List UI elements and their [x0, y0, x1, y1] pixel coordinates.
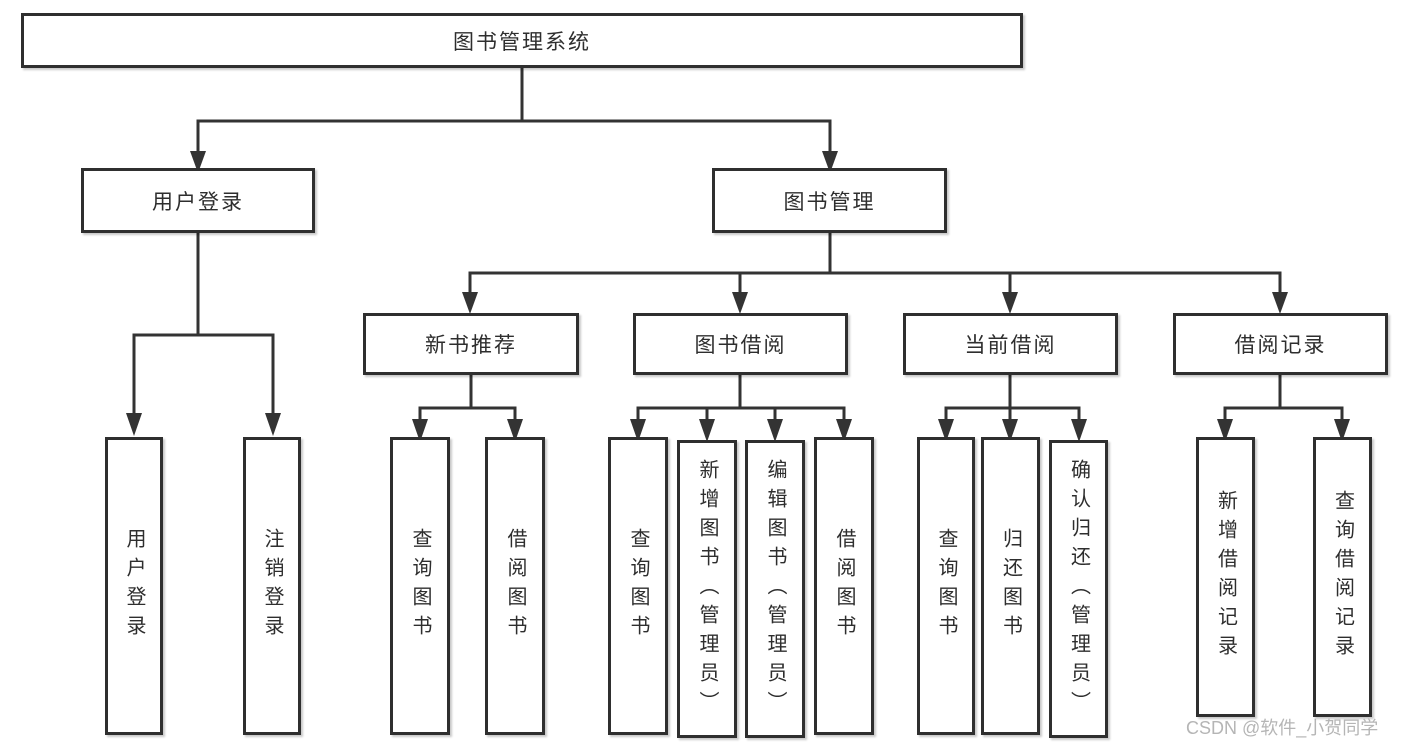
leaf-query-books-current: 查询图书 [917, 437, 975, 735]
leaf-edit-books-admin: 编辑图书（管理员） [745, 440, 805, 738]
node-borrow-records: 借阅记录 [1173, 313, 1388, 375]
node-current-borrow: 当前借阅 [903, 313, 1118, 375]
leaf-borrow-books-recommend: 借阅图书 [485, 437, 545, 735]
leaf-return-books: 归还图书 [981, 437, 1040, 735]
leaf-query-borrow-record: 查询借阅记录 [1313, 437, 1372, 717]
leaf-user-login: 用户登录 [105, 437, 163, 735]
connector-root-to-level2 [190, 66, 838, 173]
leaf-borrow-books: 借阅图书 [814, 437, 874, 735]
node-book-management: 图书管理 [712, 168, 947, 233]
leaf-confirm-return-admin: 确认归还（管理员） [1049, 440, 1108, 738]
leaf-query-books-borrow: 查询图书 [608, 437, 668, 735]
connector-user-login-to-leaves [126, 231, 281, 436]
leaf-add-borrow-record: 新增借阅记录 [1196, 437, 1255, 717]
leaf-logout: 注销登录 [243, 437, 301, 735]
leaf-query-books-recommend: 查询图书 [390, 437, 450, 735]
leaf-add-books-admin: 新增图书（管理员） [677, 440, 737, 738]
node-new-book-recommend: 新书推荐 [363, 313, 579, 375]
connector-book-borrow-to-leaves [630, 373, 852, 442]
connector-current-borrow-to-leaves [938, 373, 1087, 442]
csdn-watermark: CSDN @软件_小贺同学 [1186, 718, 1379, 738]
node-root-library-system: 图书管理系统 [21, 13, 1023, 68]
node-user-login: 用户登录 [81, 168, 315, 233]
connector-book-management-to-level3 [462, 231, 1288, 314]
connector-new-book-recommend-to-leaves [412, 373, 523, 442]
connector-borrow-records-to-leaves [1217, 373, 1350, 442]
node-book-borrow: 图书借阅 [633, 313, 848, 375]
